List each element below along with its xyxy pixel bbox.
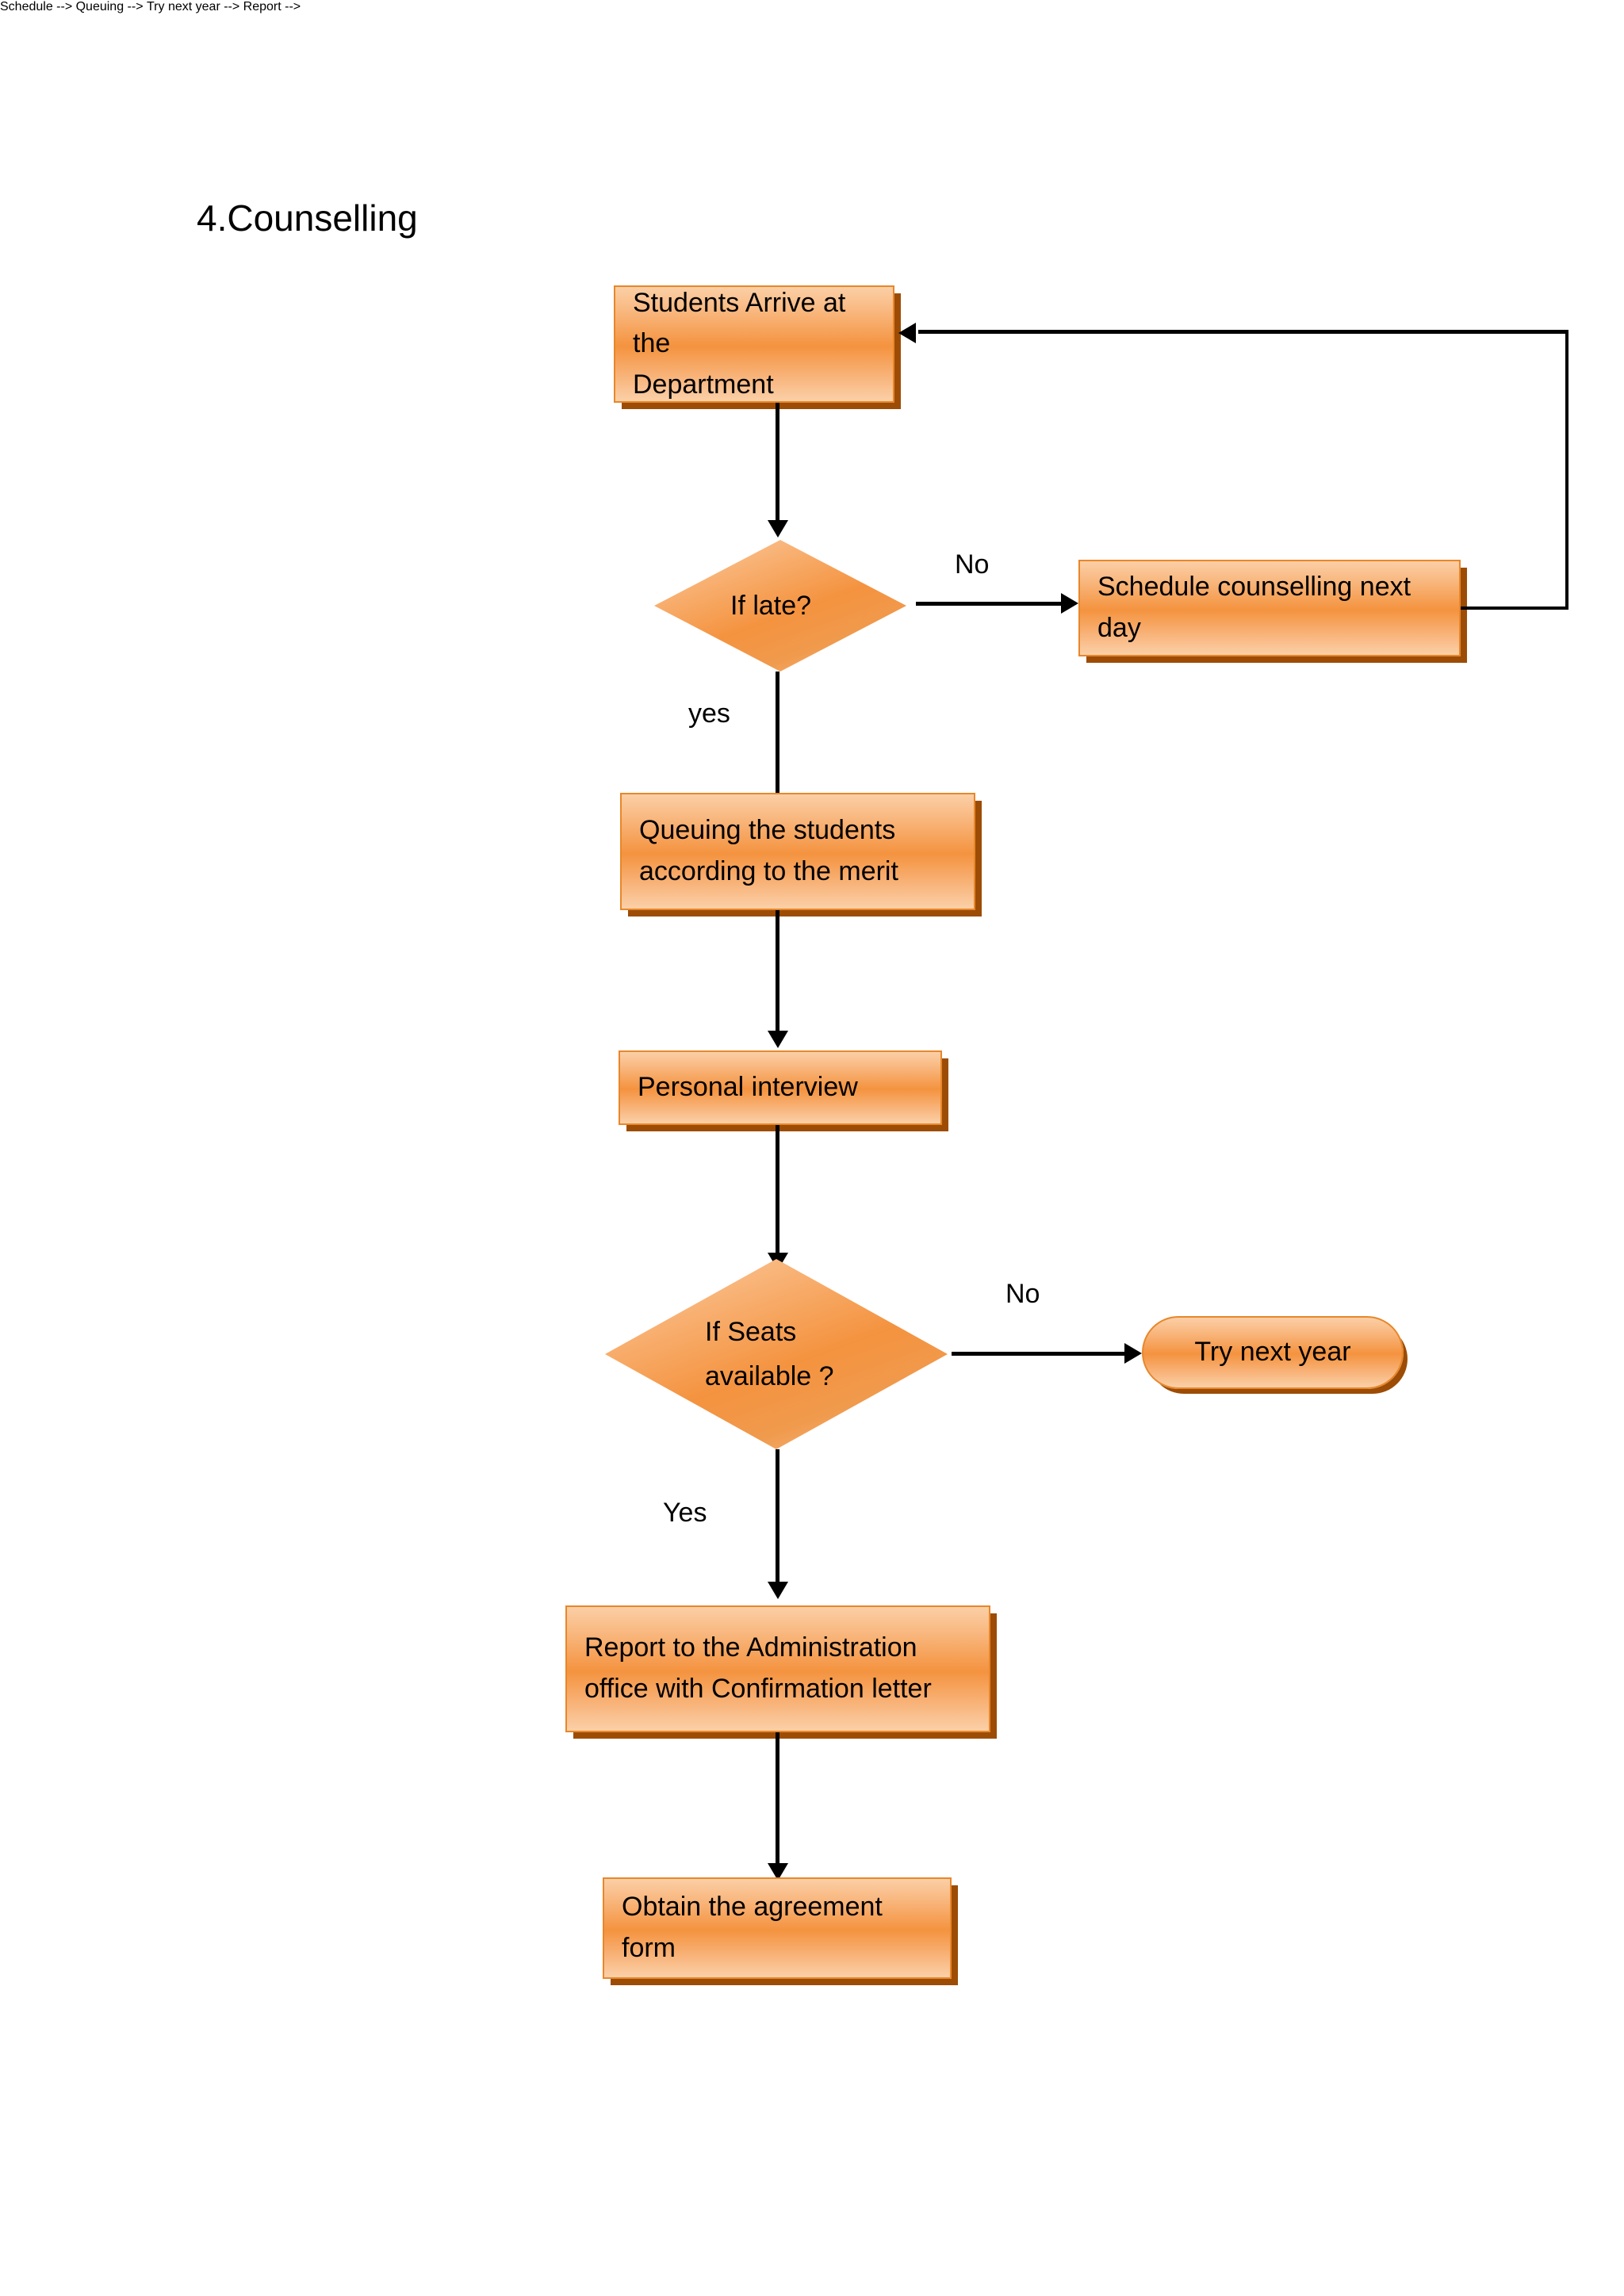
edge-label-iflate-no: No <box>955 549 990 580</box>
node-students-arrive-line2: Department <box>633 369 774 400</box>
node-if-seats-available[interactable]: If Seats available ? <box>605 1259 953 1456</box>
node-obtain-agreement-form-line1: Obtain the agreement <box>622 1892 883 1923</box>
arrowhead-ifseats-to-report <box>768 1582 788 1599</box>
node-students-arrive[interactable]: Students Arrive at the Department <box>614 285 894 403</box>
connector-ifseats-to-report <box>776 1449 779 1584</box>
node-try-next-year[interactable]: Try next year <box>1142 1316 1404 1389</box>
page-title: 4.Counselling <box>197 197 418 239</box>
node-try-next-year-line1: Try next year <box>1194 1337 1351 1368</box>
node-if-late[interactable]: If late? <box>654 540 912 678</box>
node-obtain-agreement-form-line2: form <box>622 1933 676 1963</box>
edge-label-ifseats-yes: Yes <box>663 1498 707 1528</box>
loop-segment-vertical-up <box>1565 331 1568 609</box>
node-personal-interview-label: Personal interview <box>638 1067 923 1108</box>
node-obtain-agreement-form-label: Obtain the agreement form <box>622 1887 933 1969</box>
node-report-administration-line1: Report to the Administration <box>584 1632 917 1663</box>
loop-segment-top-left <box>918 330 1568 334</box>
node-obtain-agreement-form[interactable]: Obtain the agreement form <box>603 1877 952 1979</box>
arrowhead-loop-into-start <box>898 323 916 343</box>
node-report-administration-label: Report to the Administration office with… <box>584 1628 971 1709</box>
connector-iflate-to-queue <box>776 672 779 805</box>
connector-queue-to-interview <box>776 910 779 1037</box>
connector-ifseats-to-trynextyear <box>952 1352 1126 1356</box>
node-schedule-counselling-label: Schedule counselling next day <box>1097 567 1442 649</box>
node-schedule-counselling-line2: day <box>1097 613 1141 643</box>
node-personal-interview[interactable]: Personal interview <box>619 1050 942 1125</box>
connector-interview-to-ifseats <box>776 1125 779 1261</box>
arrowhead-start-to-iflate <box>768 520 788 538</box>
node-schedule-counselling[interactable]: Schedule counselling next day <box>1078 560 1461 656</box>
arrowhead-iflate-to-schedule <box>1061 593 1078 614</box>
node-students-arrive-line1: Students Arrive at the <box>633 287 846 359</box>
node-if-late-shape <box>654 540 906 672</box>
arrowhead-report-to-agreement <box>768 1863 788 1881</box>
loop-segment-schedule-right <box>1461 607 1568 610</box>
node-queuing-students-line2: according to the merit <box>639 856 898 886</box>
node-personal-interview-line1: Personal interview <box>638 1072 858 1103</box>
edge-label-iflate-yes: yes <box>688 698 730 729</box>
node-queuing-students-line1: Queuing the students <box>639 815 896 846</box>
node-schedule-counselling-line1: Schedule counselling next <box>1097 572 1411 603</box>
node-queuing-students-label: Queuing the students according to the me… <box>639 810 956 892</box>
connector-iflate-to-schedule <box>916 602 1063 606</box>
arrowhead-ifseats-to-trynextyear <box>1124 1343 1142 1364</box>
node-try-next-year-label: Try next year <box>1166 1332 1380 1373</box>
node-report-administration-line2: office with Confirmation letter <box>584 1674 932 1704</box>
node-queuing-students[interactable]: Queuing the students according to the me… <box>620 793 975 910</box>
node-if-seats-available-shape <box>605 1259 948 1449</box>
node-students-arrive-label: Students Arrive at the Department <box>633 283 875 406</box>
connector-report-to-agreement <box>776 1732 779 1867</box>
arrowhead-queue-to-interview <box>768 1031 788 1048</box>
node-report-administration[interactable]: Report to the Administration office with… <box>565 1605 990 1732</box>
connector-start-to-iflate <box>776 403 779 522</box>
edge-label-ifseats-no: No <box>1005 1279 1040 1309</box>
